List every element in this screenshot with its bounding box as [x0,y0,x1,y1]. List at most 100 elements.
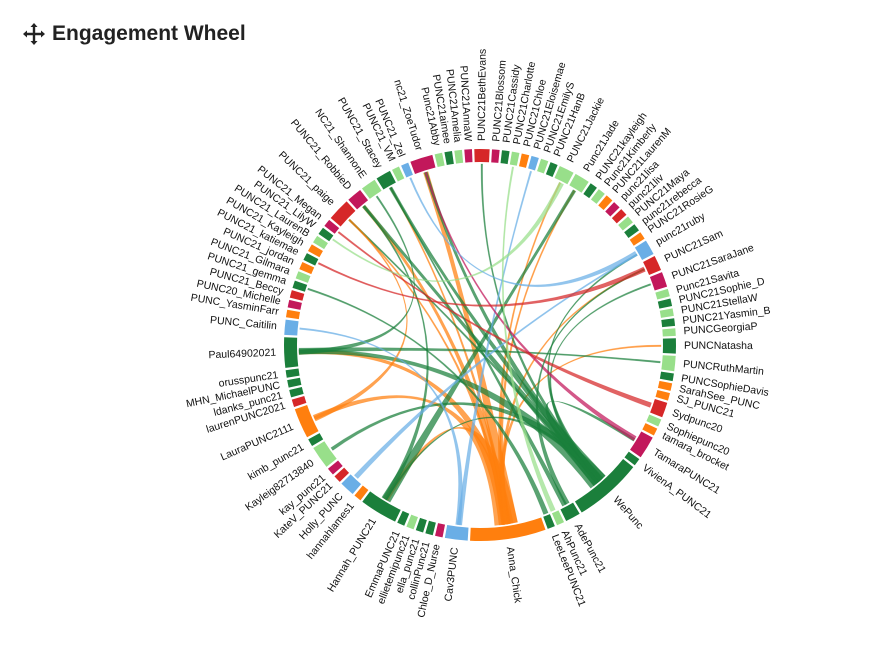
chord-ribbon-cav3punc-to-punc-caitilin[interactable] [299,327,463,526]
node-arc-punc21-beccy[interactable] [289,290,305,301]
node-arc-orusspunc21[interactable] [285,368,300,378]
node-arc-tamara-brocket[interactable] [642,423,658,436]
node-arc-puncnatasha[interactable] [662,338,676,354]
node-arc-ahpunc21[interactable] [551,510,565,526]
node-arc-punc21kimberly[interactable] [590,189,605,204]
node-arc-punc21chloe[interactable] [518,153,530,168]
node-arc-punc21sarajane[interactable] [649,272,668,291]
node-arc-nc21-shannone[interactable] [361,179,382,199]
chord-ribbon-wepunc-to-punc21-paige[interactable] [348,218,601,484]
node-arc-tamarapunc21[interactable] [630,431,653,458]
node-arc-ellietemipunc21[interactable] [406,514,418,530]
node-arc-punc21kayleigh[interactable] [583,183,597,199]
node-arc-nc21-zoetudor[interactable] [410,154,436,174]
chord-ribbon-wepunc-to-nc21-zoetudor[interactable] [423,171,604,485]
node-arc-punc21rosieg[interactable] [629,232,645,246]
node-arc-punc21liv[interactable] [611,209,627,224]
node-arc-kayleig82713840[interactable] [313,441,337,467]
node-arc-punc21emilys[interactable] [537,158,549,174]
node-arc-sophiepunc20[interactable] [646,414,662,427]
node-arc-viviena-punc21[interactable] [624,451,640,466]
node-arc-punc21sophie-d[interactable] [657,298,673,309]
node-arc-punc21jade[interactable] [569,173,589,193]
node-arc-punc21aimee[interactable] [444,151,454,166]
node-arc-hannahlames1[interactable] [354,485,369,501]
chord-ribbon-ahpunc21-to-punc21charlotte[interactable] [501,166,556,512]
node-arc-paul64902021[interactable] [284,337,299,368]
node-arc-punc21annaw[interactable] [464,149,473,163]
chord-ribbon-tamarapunc21-to-nc21-zoetudor[interactable] [424,171,637,441]
node-arc-punc21-vm[interactable] [392,166,405,182]
node-arc-laurapunc2111[interactable] [294,404,319,438]
chord-ribbon-hannah-punc21-to-punc21-robbied[interactable] [362,205,429,501]
chord-ribbon-punc21jackie-to-punc21-lilyw[interactable] [332,181,564,282]
node-arc-holly-punc[interactable] [341,474,362,495]
node-arc-punc21hanb[interactable] [545,162,558,177]
chord-ribbon-laurapunc2111-to-punc21-paige[interactable] [313,218,408,422]
node-arc-punc21-laurenb[interactable] [313,235,328,250]
node-arc-sydpunc20[interactable] [650,398,668,418]
node-arc-punc21blossom[interactable] [491,149,500,163]
node-arc-punc21lisa[interactable] [605,202,620,217]
move-arrows-icon[interactable] [22,22,46,46]
node-arc-punc21charlotte[interactable] [509,151,520,166]
node-arc-leeleepunc21[interactable] [543,514,555,529]
node-arc-punc21-gemma[interactable] [292,280,308,292]
chord-ribbon-punc21ruby-to-punc21-zel[interactable] [409,177,638,288]
node-arc-punc21cassidy[interactable] [500,150,510,165]
node-arc-adepunc21[interactable] [560,502,580,522]
node-arc-punc21eloisemae[interactable] [528,155,539,171]
node-arc-punc21-lilyw[interactable] [318,227,334,242]
node-arc-punc21-megan[interactable] [324,219,340,234]
node-arc-kimb-punc21[interactable] [308,433,324,447]
chord-ribbon-anna-chick-to-puncnatasha[interactable] [499,344,662,525]
node-arc-laurenpunc2021[interactable] [291,396,307,407]
node-arc-punc21jackie[interactable] [554,165,574,185]
node-arc-punc21-stacey[interactable] [376,170,396,190]
node-arc-punc21rebecca[interactable] [624,224,639,238]
node-arc-mhn-michaelpunc[interactable] [287,377,302,388]
node-arc-ldanks-punc21[interactable] [289,386,304,398]
node-arc-punc-yasminfarr[interactable] [285,309,300,320]
node-arc-puncruthmartin[interactable] [661,355,676,372]
node-arc-puncsophiedavis[interactable] [659,371,674,382]
chord-ribbon-paul64902021-to-nc21-shannone[interactable] [298,195,415,355]
chord-ribbon-wepunc-to-paul64902021[interactable] [298,349,603,489]
node-arc-puncgeorgiap[interactable] [662,328,676,337]
node-arc-katev-punc21[interactable] [334,467,350,482]
node-arc-punc21-gilmara[interactable] [295,271,311,283]
node-arc-punc-caitilin[interactable] [284,319,299,336]
chord-ribbon-sydpunc20-to-punc21-megan[interactable] [337,231,652,408]
chord-ribbon-wepunc-to-hannah-punc21[interactable] [384,416,602,501]
node-arc-collinpunc21[interactable] [425,520,436,536]
node-arc-punc21-zel[interactable] [401,162,413,178]
node-arc-punc21maya[interactable] [618,216,633,231]
node-arc-punc20-michelle[interactable] [287,299,302,310]
chord-ribbon-leeleepunc21-to-punc21-gemma[interactable] [307,287,549,515]
node-arc-sj-punc21[interactable] [655,389,670,401]
node-arc-punc21ruby[interactable] [634,240,654,260]
chord-ribbon-punc21sam-to-punc21-katiemae[interactable] [317,262,646,307]
node-arc-punc21-paige[interactable] [330,201,356,227]
node-arc-hannah-punc21[interactable] [362,491,401,522]
node-arc-punc21-jordan[interactable] [299,262,315,275]
node-arc-cav3punc[interactable] [444,525,469,541]
node-arc-kay-punc21[interactable] [327,460,343,475]
node-arc-wepunc[interactable] [574,459,634,513]
node-arc-punc21laurenm[interactable] [598,195,613,211]
node-arc-anna-chick[interactable] [470,517,546,541]
chord-ribbon-cav3punc-to-punc21eloisemae[interactable] [456,170,533,526]
node-arc-punc21yasmin-b[interactable] [661,318,676,328]
node-arc-punc21bethevans[interactable] [474,149,490,163]
node-arc-punc21sam[interactable] [643,256,662,275]
node-arc-punc21-kayleigh[interactable] [308,244,323,258]
chord-ribbon-paul64902021-to-puncruthmartin[interactable] [298,347,661,364]
node-arc-punc21stellaw[interactable] [659,308,674,318]
node-arc-chloe-d-nurse[interactable] [435,523,446,538]
node-arc-punc21-katiemae[interactable] [303,253,319,266]
node-arc-emmapunc21[interactable] [397,510,410,526]
node-arc-punc21abby[interactable] [434,152,445,167]
chord-ribbon-anna-chick-to-punc21-robbied[interactable] [362,204,512,526]
node-arc-punc21savita[interactable] [655,288,670,300]
node-arc-ella-punc21[interactable] [415,517,427,533]
